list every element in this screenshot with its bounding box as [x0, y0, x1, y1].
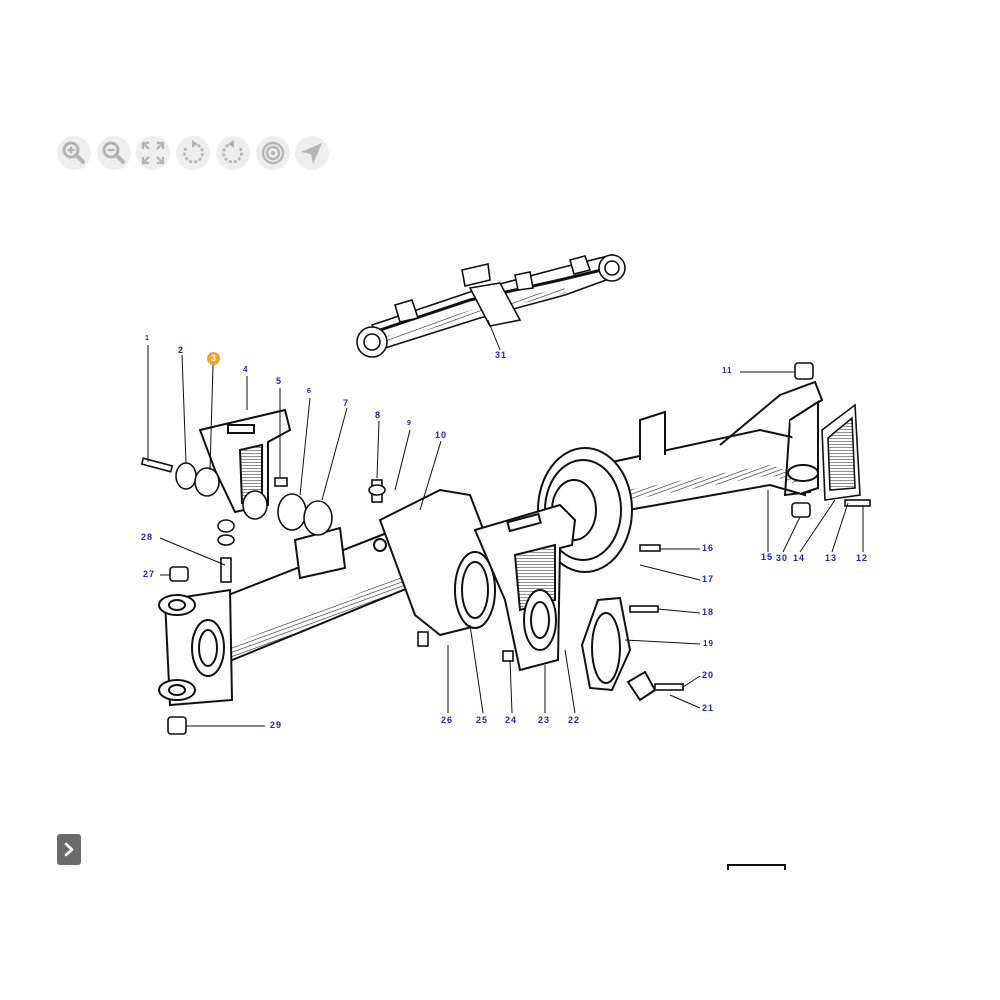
callout-16[interactable]: 16 [702, 543, 715, 553]
callout-11[interactable]: 11 [722, 366, 733, 375]
rotate-right-button[interactable] [216, 136, 250, 170]
zoom-in-icon [62, 141, 85, 164]
axle-housing-drawing [158, 380, 824, 707]
zoom-out-icon [102, 141, 125, 164]
callout-31[interactable]: 31 [495, 350, 508, 360]
rotate-ccw-icon [183, 140, 204, 164]
callout-3[interactable]: 3 [207, 352, 220, 365]
callout-15[interactable]: 15 [761, 552, 774, 562]
scale-bar [727, 864, 786, 870]
axle-overview-drawing [356, 254, 626, 358]
callout-12[interactable]: 12 [856, 553, 869, 563]
callout-8[interactable]: 8 [375, 410, 382, 420]
callout-6[interactable]: 6 [307, 388, 312, 395]
callout-29[interactable]: 29 [270, 720, 283, 730]
fit-screen-button[interactable] [136, 136, 170, 170]
callout-30[interactable]: 30 [776, 553, 789, 563]
callout-25[interactable]: 25 [476, 715, 489, 725]
callout-24[interactable]: 24 [505, 715, 518, 725]
navigation-arrow-icon [301, 143, 322, 164]
callout-14[interactable]: 14 [793, 553, 806, 563]
callout-21[interactable]: 21 [702, 703, 715, 713]
callout-10[interactable]: 10 [435, 430, 448, 440]
target-icon [261, 141, 285, 165]
loose-parts-drawing [140, 362, 871, 735]
callout-28[interactable]: 28 [141, 532, 154, 542]
callout-23[interactable]: 23 [538, 715, 551, 725]
callout-9[interactable]: 9 [407, 420, 412, 427]
callout-2[interactable]: 2 [178, 345, 185, 355]
callout-20[interactable]: 20 [702, 670, 715, 680]
rotate-left-button[interactable] [176, 136, 210, 170]
callout-18[interactable]: 18 [702, 607, 715, 617]
callout-26[interactable]: 26 [441, 715, 454, 725]
callout-13[interactable]: 13 [825, 553, 838, 563]
callout-27[interactable]: 27 [143, 569, 156, 579]
zoom-in-button[interactable] [57, 136, 91, 170]
callout-5[interactable]: 5 [276, 376, 283, 386]
chevron-right-icon [64, 842, 74, 857]
next-page-button[interactable] [57, 834, 81, 865]
zoom-out-button[interactable] [97, 136, 131, 170]
rotate-cw-icon [222, 140, 243, 164]
target-button[interactable] [256, 136, 290, 170]
callout-4[interactable]: 4 [243, 365, 249, 374]
callout-1[interactable]: 1 [145, 335, 150, 342]
callout-19[interactable]: 19 [703, 639, 714, 648]
callout-7[interactable]: 7 [343, 398, 350, 408]
callout-17[interactable]: 17 [702, 574, 715, 584]
navigate-button[interactable] [295, 136, 329, 170]
callout-22[interactable]: 22 [568, 715, 581, 725]
callout-leader-lines [147, 319, 864, 727]
expand-icon [141, 141, 165, 165]
